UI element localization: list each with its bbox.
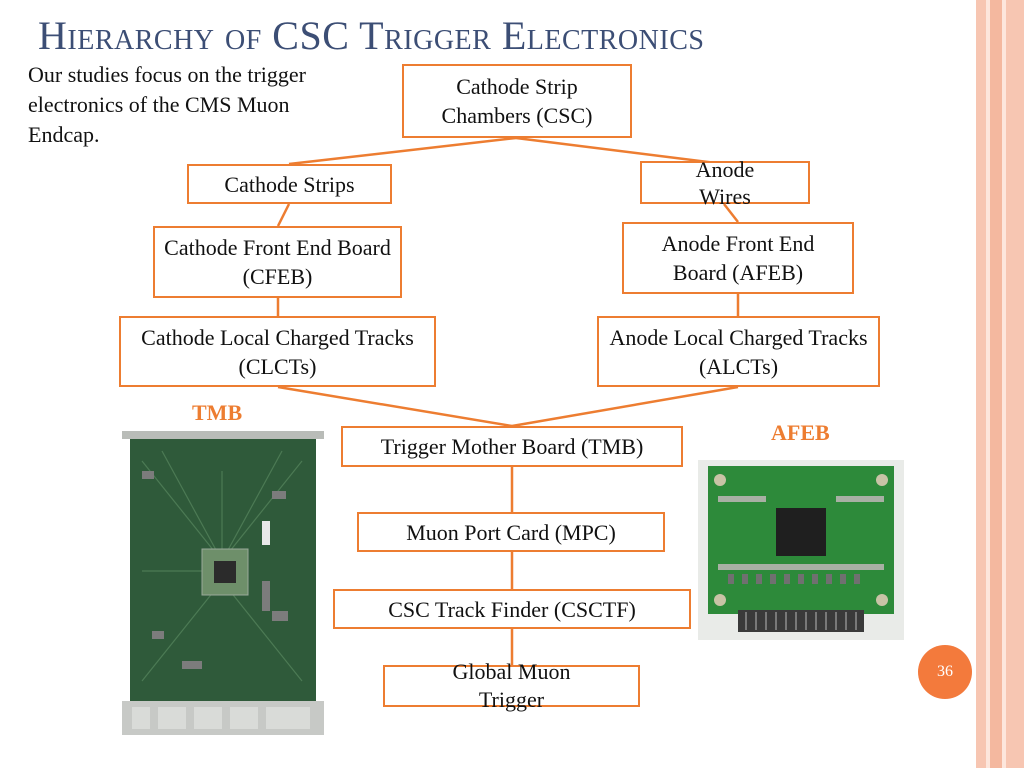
node-alct: Anode Local Charged Tracks (ALCTs) xyxy=(597,316,880,387)
page-number: 36 xyxy=(937,663,953,680)
link-alct-tmb xyxy=(511,385,739,428)
afeb-board-photo xyxy=(698,460,904,640)
tmb-photo-caption: TMB xyxy=(192,400,243,425)
side-stripe xyxy=(990,0,1002,768)
page-number-badge: 36 xyxy=(918,645,972,699)
node-csctf: CSC Track Finder (CSCTF) xyxy=(333,589,691,629)
node-cfeb: Cathode Front End Board (CFEB) xyxy=(153,226,402,298)
node-cfeb-label: Cathode Front End Board (CFEB) xyxy=(164,235,391,289)
node-tmb-label: Trigger Mother Board (TMB) xyxy=(380,433,644,459)
node-gmt: Global Muon Trigger xyxy=(383,659,640,712)
node-clct: Cathode Local Charged Tracks (CLCTs) xyxy=(119,316,436,387)
node-alct-label: Anode Local Charged Tracks (ALCTs) xyxy=(609,324,868,379)
intro-text: Our studies focus on the trigger electro… xyxy=(28,62,306,147)
node-cathode-strips-label: Cathode Strips xyxy=(224,171,355,197)
node-afeb: Anode Front End Board (AFEB) xyxy=(622,222,854,294)
side-stripe xyxy=(1006,0,1024,768)
link-csc-strips xyxy=(288,136,517,166)
side-stripe xyxy=(1002,0,1006,768)
node-mpc-label: Muon Port Card (MPC) xyxy=(406,519,616,545)
node-mpc: Muon Port Card (MPC) xyxy=(357,512,665,552)
afeb-photo-caption: AFEB xyxy=(771,420,830,445)
node-tmb: Trigger Mother Board (TMB) xyxy=(341,426,683,467)
tmb-board-photo xyxy=(122,431,324,735)
link-strips-cfeb xyxy=(276,203,291,227)
side-stripe xyxy=(986,0,990,768)
node-anode-wires: Anode Wires xyxy=(640,157,810,209)
link-clct-tmb xyxy=(277,385,513,428)
slide-title: Hierarchy of CSC Trigger Electronics xyxy=(38,13,705,58)
link-csc-wires xyxy=(515,136,725,166)
side-stripe xyxy=(976,0,986,768)
node-clct-label: Cathode Local Charged Tracks (CLCTs) xyxy=(141,324,414,379)
node-cathode-strips: Cathode Strips xyxy=(187,164,392,204)
node-csc: Cathode Strip Chambers (CSC) xyxy=(402,64,632,138)
node-gmt-label: Global Muon Trigger xyxy=(452,659,571,712)
link-wires-afeb xyxy=(723,203,739,223)
node-anode-wires-label: Anode Wires xyxy=(695,156,755,209)
node-csc-label: Cathode Strip Chambers (CSC) xyxy=(441,74,593,128)
node-csctf-label: CSC Track Finder (CSCTF) xyxy=(388,596,636,622)
node-afeb-label: Anode Front End Board (AFEB) xyxy=(661,231,815,285)
